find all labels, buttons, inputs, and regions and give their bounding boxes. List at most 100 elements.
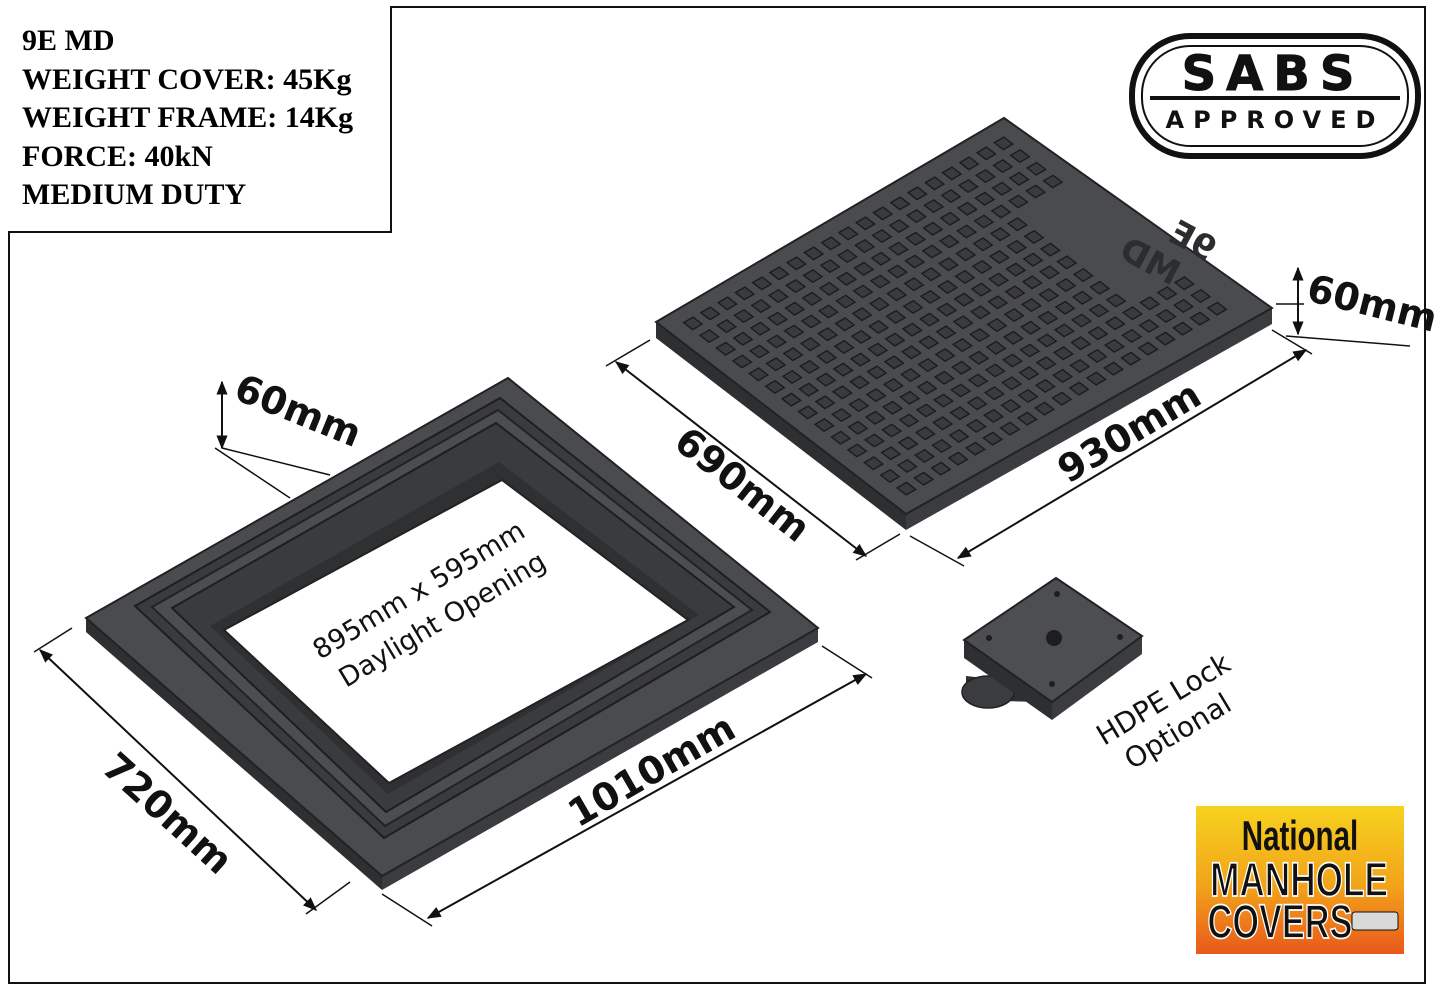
cover-grid-square xyxy=(886,264,909,279)
cover-grid-square xyxy=(969,305,991,320)
cover-grid-square xyxy=(991,181,1013,196)
cover-grid-square xyxy=(1020,320,1042,335)
cover-grid-square xyxy=(952,315,974,330)
cover-grid-square xyxy=(898,413,920,428)
cover-grid-square xyxy=(783,324,805,339)
cover-grid-square xyxy=(930,461,952,476)
spec-box: 9E MD WEIGHT COVER: 45Kg WEIGHT FRAME: 1… xyxy=(8,6,392,233)
cover-grid-square xyxy=(1190,288,1212,304)
cover-grid-square xyxy=(1138,318,1160,334)
cover-grid-square xyxy=(1154,331,1176,346)
cover-grid-square xyxy=(1020,297,1042,313)
cover-grid-square xyxy=(1071,313,1093,328)
cover-grid-square xyxy=(939,211,961,226)
cover-grid-square xyxy=(864,410,886,425)
cover-grid-square xyxy=(802,268,824,284)
cover-grid-square xyxy=(989,227,1011,242)
cover-grid-square xyxy=(1121,328,1143,344)
cover-grid-square xyxy=(748,344,770,359)
cover-grid-square xyxy=(1172,321,1194,336)
cover-grid-square xyxy=(951,337,973,353)
cover-grid-square xyxy=(816,349,838,365)
cover-grid-square xyxy=(923,198,945,214)
cover-grid-square xyxy=(883,355,905,370)
cover-grid-square xyxy=(867,342,889,357)
cover-grid-square xyxy=(1155,308,1177,324)
cover-grid-square xyxy=(882,377,904,393)
cover-grid-square xyxy=(880,446,902,461)
cover-grid-square xyxy=(921,244,943,259)
cover-grid-square xyxy=(751,276,773,291)
cover-grid-square xyxy=(1139,296,1161,311)
cover-grid-square xyxy=(958,156,980,171)
cover-grid-square xyxy=(1005,262,1027,277)
cover-grid-square xyxy=(868,297,890,312)
cover-grid-square xyxy=(834,317,856,332)
cover-grid-square xyxy=(940,188,962,204)
cover-grid-square xyxy=(749,321,771,336)
cover-grid-square xyxy=(988,249,1010,265)
cover-grid-square xyxy=(799,337,821,352)
cover-grid-square xyxy=(1008,171,1030,186)
cover-grid-square xyxy=(870,251,892,266)
cover-grid-square xyxy=(914,426,936,441)
cover-grid-square xyxy=(750,298,772,314)
cover-grid-square xyxy=(955,247,977,262)
cover-grid-square xyxy=(836,271,858,286)
cover-grid-square xyxy=(1039,242,1061,257)
cover-grid-square xyxy=(919,312,941,327)
cover-grid-square xyxy=(903,277,925,292)
cover-grid-square xyxy=(716,318,738,334)
cover-grid-square xyxy=(1056,255,1078,270)
national-manhole-covers-logo: National MANHOLE COVERS xyxy=(1196,806,1404,954)
page-border xyxy=(8,6,1426,984)
cover-grid-square xyxy=(920,267,942,282)
cover-grid-square xyxy=(767,288,789,304)
cover-grid-square xyxy=(817,327,839,342)
cover-grid-square xyxy=(1023,229,1045,245)
cover-grid-square xyxy=(837,226,859,241)
cover-grid-square xyxy=(899,390,921,405)
cover-grid-square xyxy=(1104,316,1126,331)
cover-grid-square xyxy=(885,309,907,325)
cover-grid-square xyxy=(881,400,904,415)
cover-grid-square xyxy=(869,274,891,289)
cover-grid-square xyxy=(853,261,875,276)
cover-grid-square xyxy=(896,458,918,474)
cover-grid-square xyxy=(835,294,857,309)
cover-grid-square xyxy=(1022,252,1044,267)
cover-grid-square xyxy=(934,347,956,363)
cover-grid-square xyxy=(1121,306,1144,321)
cover-grid-square xyxy=(897,436,919,451)
cover-grid-square xyxy=(784,301,806,316)
cover-grid-square xyxy=(937,279,959,295)
cover-grid-square xyxy=(854,216,876,231)
cover-grid-square xyxy=(900,345,922,360)
cover-grid-square xyxy=(905,231,927,246)
logo-text-manhole: MANHOLE xyxy=(1210,853,1388,907)
cover-grid-square xyxy=(716,296,738,311)
cover-grid-square xyxy=(1055,277,1077,293)
cover-grid-square xyxy=(974,168,997,184)
sabs-approved-badge: SABS APPROVED xyxy=(1129,33,1421,159)
cover-grid-square xyxy=(1172,298,1194,314)
cover-grid-square xyxy=(863,456,885,471)
cover-grid-square xyxy=(881,423,903,438)
cover-grid-square xyxy=(957,178,979,194)
cover-grid-square xyxy=(1036,333,1058,348)
cover-grid-square xyxy=(1156,286,1178,301)
hdpe-lock-illustration: HDPE Lock Optional xyxy=(961,576,1237,776)
cover-grid-square xyxy=(902,299,924,315)
cover-grid-square xyxy=(941,166,963,181)
cover-grid-square xyxy=(1072,267,1094,283)
cover-grid-square xyxy=(886,287,908,302)
cover-grid-square xyxy=(1004,285,1026,300)
cover-grid-square xyxy=(956,201,978,216)
cover-grid-square xyxy=(833,339,855,355)
cover-grid-square xyxy=(971,259,993,275)
cover-depth-label: 60mm xyxy=(1303,266,1440,341)
cover-grid-square xyxy=(1002,330,1024,345)
badge-bottom-text: APPROVED xyxy=(1166,106,1385,134)
frame-width-label: 720mm xyxy=(94,744,241,883)
cover-grid-square xyxy=(1206,301,1228,316)
